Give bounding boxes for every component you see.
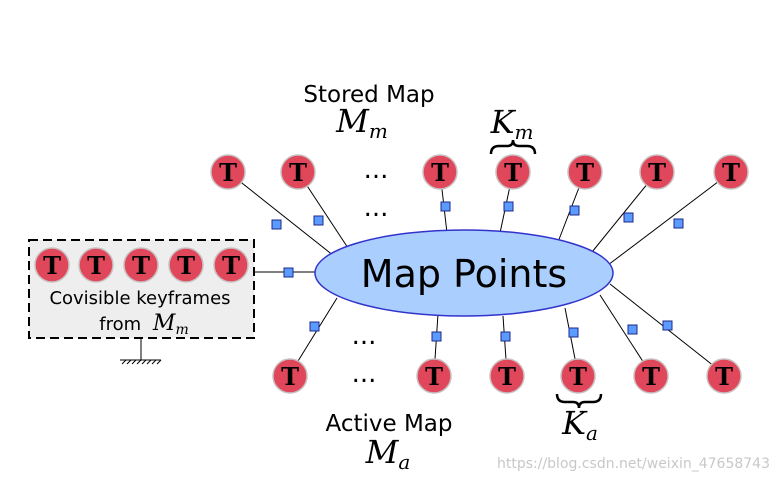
active-map-symbol: Ma — [365, 433, 411, 474]
ellipsis-top-2: ... — [364, 193, 389, 223]
keyframe-icon: T — [213, 247, 249, 283]
keyframe-icon: T — [272, 358, 308, 394]
connector-square — [431, 331, 442, 342]
covisible-keyframes: T T T T T — [34, 247, 249, 283]
connector-square — [662, 320, 673, 331]
covisible-label-line2: from Mm — [99, 311, 188, 338]
connector-square — [568, 327, 579, 338]
connector-square — [673, 218, 684, 229]
keyframe-icon: T — [210, 154, 246, 190]
ka-label: Ka — [561, 404, 598, 445]
ka-brace — [555, 393, 603, 409]
svg-text:T: T — [43, 251, 61, 280]
stored-map-keyframes: T T T T T T T — [210, 154, 749, 190]
keyframe-icon: T — [713, 154, 749, 190]
svg-text:T: T — [132, 251, 150, 280]
map-points-ellipse — [314, 229, 614, 317]
keyframe-icon-km: T — [495, 154, 531, 190]
ellipsis-bottom-1: ... — [352, 321, 377, 351]
connector-square — [623, 212, 634, 223]
ellipsis-top-1: ... — [364, 155, 389, 185]
svg-text:T: T — [281, 362, 299, 391]
svg-text:T: T — [498, 362, 516, 391]
active-map-title: Active Map — [326, 411, 453, 437]
svg-text:T: T — [87, 251, 105, 280]
svg-text:T: T — [222, 251, 240, 280]
svg-text:T: T — [715, 362, 733, 391]
keyframe-icon: T — [416, 358, 452, 394]
svg-text:T: T — [177, 251, 195, 280]
connector-square — [283, 267, 294, 278]
keyframe-icon: T — [706, 358, 742, 394]
connector-squares — [271, 201, 684, 342]
ellipsis-marks: ... ... ... ... — [352, 155, 389, 389]
covisible-label-line1: Covisible keyframes — [49, 288, 230, 309]
keyframe-icon: T — [639, 154, 675, 190]
connector-square — [500, 331, 511, 342]
keyframe-icon: T — [78, 247, 114, 283]
edge-top-7 — [607, 171, 732, 266]
svg-text:T: T — [722, 158, 740, 187]
covisible-box: T T T T T Covisible keyframes from Mm — [28, 239, 255, 365]
connector-square — [313, 215, 324, 226]
svg-text:T: T — [648, 158, 666, 187]
svg-text:T: T — [642, 362, 660, 391]
connector-square — [440, 201, 451, 212]
connector-square — [271, 219, 282, 230]
edge-top-1 — [227, 171, 335, 257]
keyframe-icon: T — [567, 154, 603, 190]
svg-text:T: T — [289, 158, 307, 187]
svg-text:T: T — [425, 362, 443, 391]
keyframe-icon: T — [489, 358, 525, 394]
svg-text:T: T — [576, 158, 594, 187]
keyframe-icon: T — [422, 154, 458, 190]
km-label: Km — [490, 103, 534, 144]
keyframe-icon: T — [633, 358, 669, 394]
svg-text:T: T — [431, 158, 449, 187]
keyframe-icon: T — [168, 247, 204, 283]
ground-icon — [120, 338, 162, 365]
keyframe-icon-ka: T — [560, 358, 596, 394]
active-map-keyframes: T T T T T T — [272, 358, 742, 394]
stored-map-symbol: Mm — [335, 102, 388, 143]
keyframe-icon: T — [123, 247, 159, 283]
km-brace — [489, 139, 537, 155]
svg-text:T: T — [504, 158, 522, 187]
watermark: https://blog.csdn.net/weixin_47658743 — [497, 456, 770, 472]
connector-square — [309, 321, 320, 332]
keyframe-icon: T — [34, 247, 70, 283]
connector-square — [503, 201, 514, 212]
svg-text:T: T — [219, 158, 237, 187]
keyframe-icon: T — [280, 154, 316, 190]
ellipsis-bottom-2: ... — [352, 359, 377, 389]
map-points-label: Map Points — [361, 252, 567, 296]
stored-map-title: Stored Map — [303, 82, 434, 108]
connector-square — [627, 324, 638, 335]
svg-text:T: T — [569, 362, 587, 391]
connector-square — [569, 205, 580, 216]
